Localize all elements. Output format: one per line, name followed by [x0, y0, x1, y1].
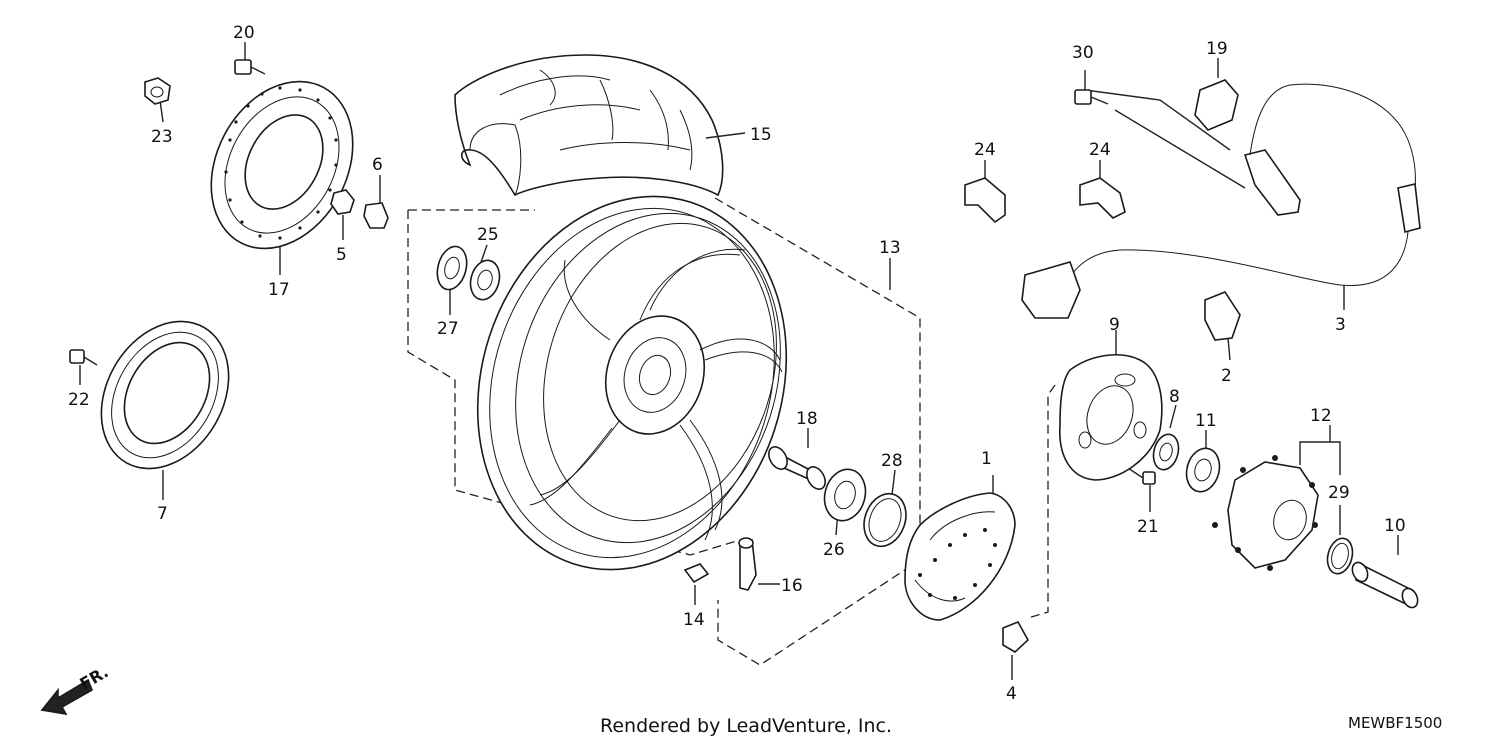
callout-27: 27 [437, 319, 459, 339]
callout-3: 3 [1335, 315, 1346, 335]
brake-disc [210, 80, 354, 250]
callout-19: 19 [1206, 39, 1228, 59]
wheel-rim [476, 195, 788, 571]
callout-22: 22 [68, 390, 90, 410]
callout-28: 28 [881, 451, 903, 471]
valve-and-weight [683, 537, 757, 591]
front-direction-arrow [40, 678, 94, 716]
callout-9: 9 [1109, 315, 1120, 335]
callout-23: 23 [151, 127, 173, 147]
callout-6: 6 [372, 155, 383, 175]
clip-2 [1204, 291, 1241, 341]
callout-26: 26 [823, 540, 845, 560]
callout-14: 14 [683, 610, 705, 630]
callout-18: 18 [796, 409, 818, 429]
wheel-speed-sensor [1021, 79, 1421, 319]
callout-16: 16 [781, 576, 803, 596]
bearings-left [436, 245, 501, 301]
driven-flange [1212, 455, 1319, 571]
flange-plate [1059, 354, 1163, 481]
callout-24b: 24 [1089, 140, 1111, 160]
tire [454, 54, 724, 197]
diagram-code: MEWBF1500 [1348, 714, 1442, 732]
leader-lines [79, 42, 1399, 680]
harness-clamps [964, 177, 1126, 224]
callout-25: 25 [477, 225, 499, 245]
o-ring-29 [1326, 537, 1354, 575]
wheel-assembly-outline [407, 197, 921, 666]
callout-29: 29 [1328, 483, 1350, 503]
callout-4: 4 [1006, 684, 1017, 704]
callout-2: 2 [1221, 366, 1232, 386]
seal-and-bearing [1152, 433, 1221, 493]
callout-8: 8 [1169, 387, 1180, 407]
callout-1: 1 [981, 449, 992, 469]
callout-20: 20 [233, 23, 255, 43]
callout-15: 15 [750, 125, 772, 145]
callout-21: 21 [1137, 517, 1159, 537]
collar-10 [1351, 561, 1419, 609]
callout-5: 5 [336, 245, 347, 265]
clip-4 [1002, 620, 1030, 653]
small-fasteners [69, 59, 1156, 485]
abs-pulser-ring [100, 320, 230, 470]
callout-7: 7 [157, 504, 168, 524]
callout-13: 13 [879, 238, 901, 258]
callout-17: 17 [268, 280, 290, 300]
wheel-damper [904, 492, 1016, 621]
axle-parts-center [768, 446, 907, 548]
callout-labels: 1 2 3 4 5 6 7 8 9 10 11 12 13 14 15 16 1… [68, 23, 1406, 704]
callout-10: 10 [1384, 516, 1406, 536]
callout-12: 12 [1310, 406, 1332, 426]
callout-24a: 24 [974, 140, 996, 160]
callout-30: 30 [1072, 43, 1094, 63]
damper-bracket-outline [1027, 384, 1056, 619]
callout-11: 11 [1195, 411, 1217, 431]
footer-credit: Rendered by LeadVenture, Inc. [600, 715, 892, 737]
